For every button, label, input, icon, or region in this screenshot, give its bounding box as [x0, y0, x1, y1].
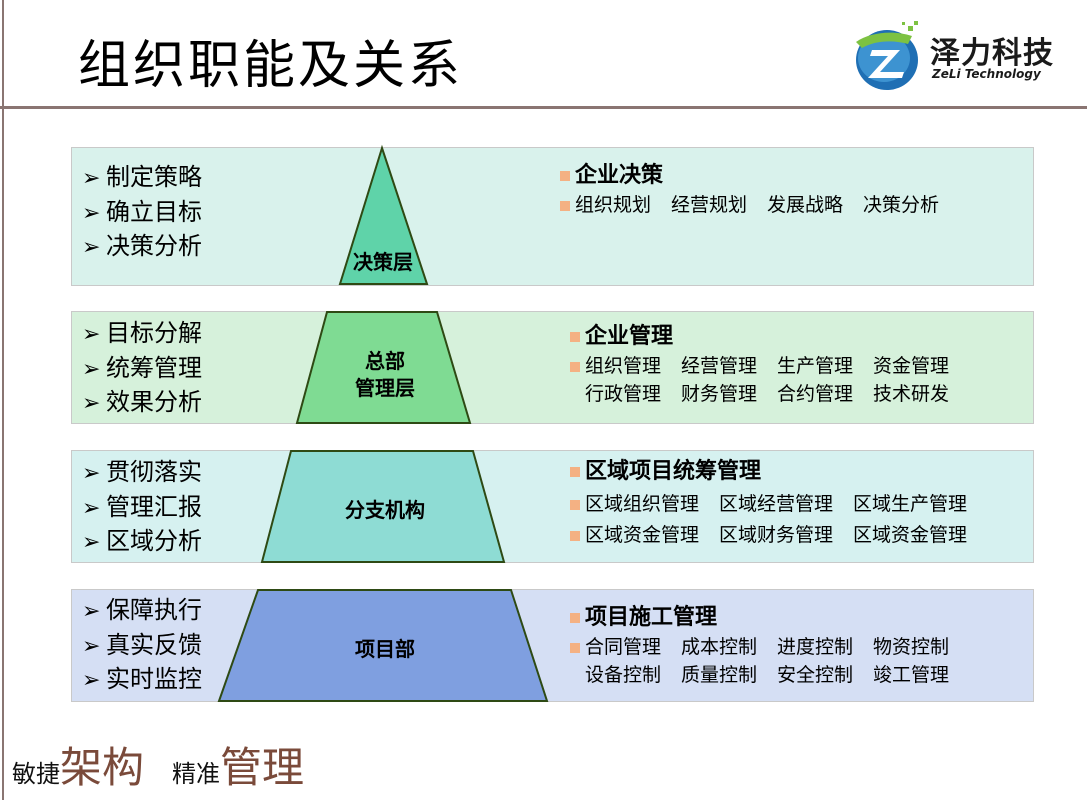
duty-item: ➢保障执行 [82, 594, 202, 629]
square-bullet-icon [570, 530, 580, 541]
duty-item: ➢区域分析 [82, 525, 202, 560]
duties-branch-layer: ➢贯彻落实 ➢管理汇报 ➢区域分析 [82, 456, 202, 560]
band-hq-management-layer [71, 311, 1034, 424]
arrow-bullet-icon: ➢ [82, 200, 101, 226]
arrow-bullet-icon: ➢ [82, 495, 101, 521]
square-bullet-icon [570, 613, 580, 623]
arrow-bullet-icon: ➢ [82, 668, 101, 693]
functions-project: 项目施工管理 合同管理成本控制进度控制物资控制 设备控制质量控制安全控制竣工管理 [570, 603, 969, 689]
arrow-bullet-icon: ➢ [82, 166, 101, 191]
function-row: 区域组织管理区域经营管理区域生产管理 [570, 490, 987, 518]
function-row: 合同管理成本控制进度控制物资控制 [570, 633, 969, 661]
functions-hq-management: 企业管理 组织管理经营管理生产管理资金管理 行政管理财务管理合约管理技术研发 [570, 322, 969, 408]
function-row: 组织管理经营管理生产管理资金管理 [570, 352, 969, 380]
footer-slogan: 敏捷架构精准管理 [12, 743, 305, 792]
logo-company-name: 泽力科技 [930, 36, 1054, 71]
duties-project-layer: ➢保障执行 ➢真实反馈 ➢实时监控 [82, 594, 202, 698]
duties-decision-layer: ➢制定策略 ➢确立目标 ➢决策分析 [82, 161, 202, 265]
square-bullet-icon [570, 467, 580, 477]
duty-item: ➢确立目标 [82, 196, 202, 231]
function-title: 项目施工管理 [570, 603, 969, 633]
header-divider [0, 106, 1087, 109]
left-border-rule [2, 0, 4, 800]
logo-english-name: ZeLi Technology [932, 67, 1041, 81]
function-title: 企业管理 [570, 322, 969, 352]
duty-item: ➢贯彻落实 [82, 456, 202, 491]
arrow-bullet-icon: ➢ [82, 599, 101, 624]
arrow-bullet-icon: ➢ [82, 322, 101, 347]
function-title: 区域项目统筹管理 [570, 457, 987, 487]
square-bullet-icon [560, 171, 570, 181]
band-branch-layer [71, 450, 1034, 563]
band-decision-layer [71, 147, 1034, 286]
duty-item: ➢实时监控 [82, 663, 202, 698]
duties-hq-management-layer: ➢目标分解 ➢统筹管理 ➢效果分析 [82, 317, 202, 421]
arrow-bullet-icon: ➢ [82, 633, 101, 659]
function-row: 组织规划经营规划发展战略决策分析 [560, 191, 959, 219]
function-title: 企业决策 [560, 161, 959, 191]
arrow-bullet-icon: ➢ [82, 461, 101, 486]
level-label-project: 项目部 [355, 637, 415, 661]
functions-branch: 区域项目统筹管理 区域组织管理区域经营管理区域生产管理 区域资金管理区域财务管理… [570, 457, 987, 549]
function-row: 设备控制质量控制安全控制竣工管理 [585, 664, 950, 686]
page-title: 组织职能及关系 [78, 36, 464, 96]
square-bullet-icon [570, 499, 580, 510]
duty-item: ➢目标分解 [82, 317, 202, 352]
function-row: 区域资金管理区域财务管理区域资金管理 [570, 521, 987, 549]
zeli-logo-icon [856, 21, 918, 90]
arrow-bullet-icon: ➢ [82, 391, 101, 416]
square-bullet-icon [570, 361, 580, 372]
level-label-hq: 总部 管理层 [355, 349, 415, 400]
duty-item: ➢管理汇报 [82, 491, 202, 526]
level-label-branch: 分支机构 [345, 498, 425, 522]
duty-item: ➢决策分析 [82, 230, 202, 265]
company-logo: 泽力科技 ZeLi Technology [850, 20, 1070, 98]
square-bullet-icon [570, 642, 580, 653]
arrow-bullet-icon: ➢ [82, 356, 101, 382]
level-label-decision: 决策层 [353, 250, 413, 274]
square-bullet-icon [560, 200, 570, 211]
arrow-bullet-icon: ➢ [82, 530, 101, 555]
duty-item: ➢真实反馈 [82, 629, 202, 664]
arrow-bullet-icon: ➢ [82, 235, 101, 260]
square-bullet-icon [570, 332, 580, 342]
duty-item: ➢制定策略 [82, 161, 202, 196]
duty-item: ➢统筹管理 [82, 352, 202, 387]
function-row: 行政管理财务管理合约管理技术研发 [585, 383, 950, 405]
duty-item: ➢效果分析 [82, 386, 202, 421]
functions-decision: 企业决策 组织规划经营规划发展战略决策分析 [560, 161, 959, 219]
